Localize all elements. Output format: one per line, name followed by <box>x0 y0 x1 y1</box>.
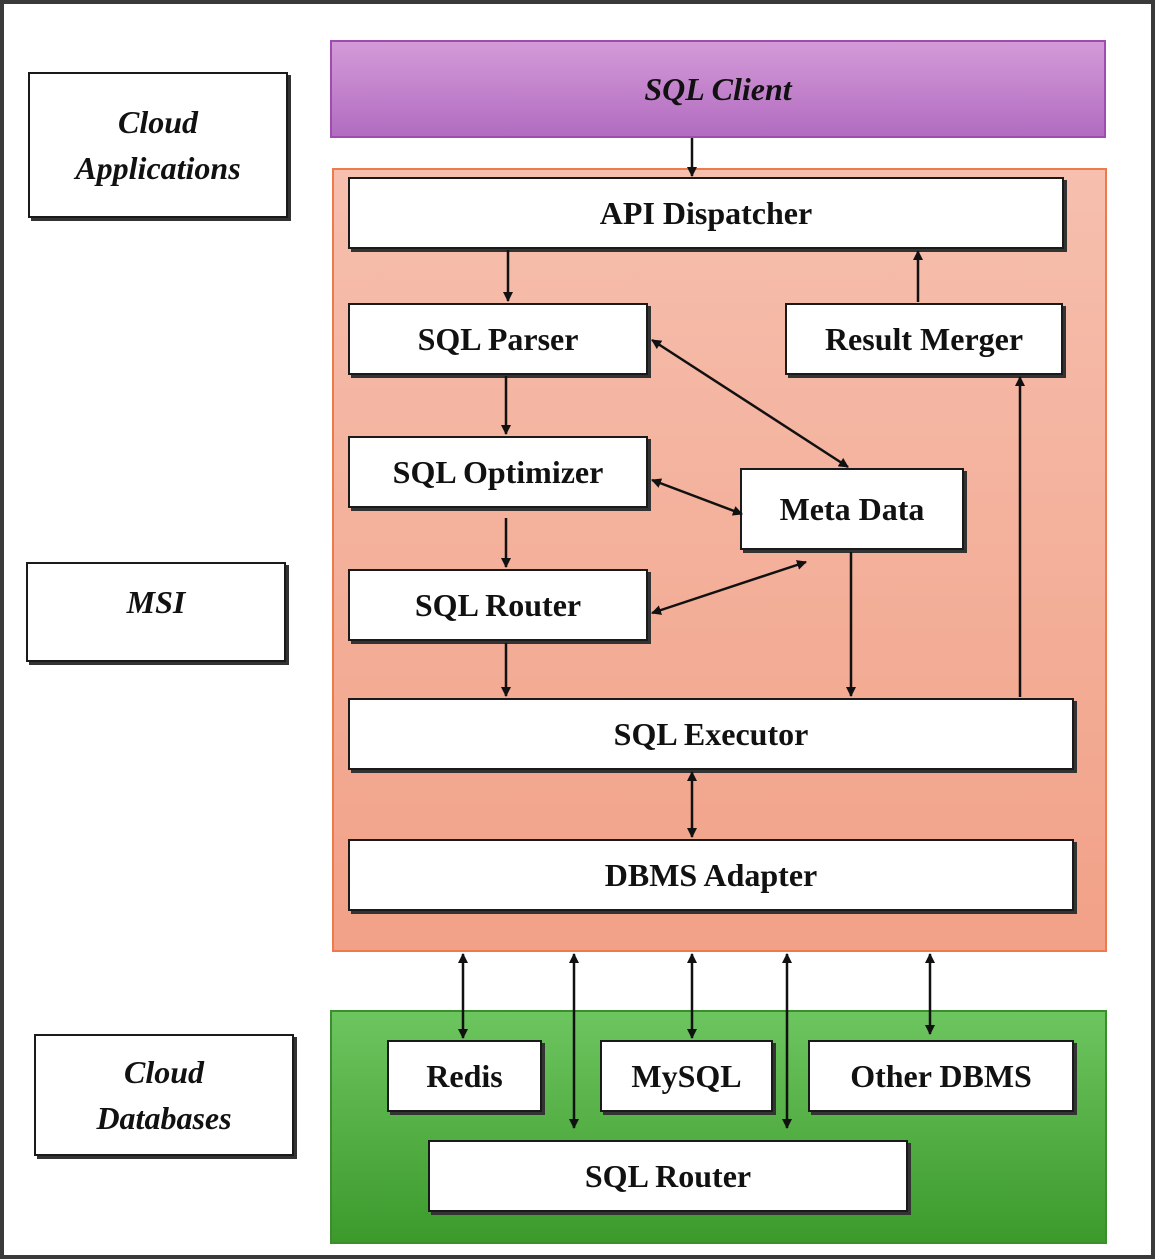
dbms-adapter-label: DBMS Adapter <box>604 857 818 893</box>
redis-box: Redis <box>387 1040 542 1112</box>
dbms-adapter-box: DBMS Adapter <box>348 839 1074 911</box>
cloud-applications-line2: Applications <box>75 150 241 186</box>
arrow-router-metadata <box>651 560 807 615</box>
msi-label-text: MSI <box>126 584 186 620</box>
result-merger-label: Result Merger <box>824 321 1024 357</box>
sql-router-label: SQL Router <box>414 587 582 623</box>
arrow-optimizer-metadata <box>651 478 743 516</box>
redis-label: Redis <box>426 1058 503 1094</box>
sql-parser-box: SQL Parser <box>348 303 648 375</box>
cloud-databases-label: Cloud Databases <box>34 1034 294 1156</box>
meta-data-box: Meta Data <box>740 468 964 550</box>
sql-optimizer-box: SQL Optimizer <box>348 436 648 508</box>
sql-parser-label: SQL Parser <box>417 321 579 357</box>
msi-label: MSI <box>26 562 286 662</box>
cloud-applications-line1: Cloud <box>117 104 199 140</box>
msi-region <box>332 168 1107 952</box>
db-sql-router-box: SQL Router <box>428 1140 908 1212</box>
sql-router-box: SQL Router <box>348 569 648 641</box>
other-dbms-label: Other DBMS <box>850 1058 1032 1094</box>
api-dispatcher-box: API Dispatcher <box>348 177 1064 249</box>
sql-optimizer-label: SQL Optimizer <box>392 454 604 490</box>
other-dbms-box: Other DBMS <box>808 1040 1074 1112</box>
arrow-parser-metadata <box>651 338 849 469</box>
cloud-databases-line1: Cloud <box>123 1054 205 1090</box>
sql-executor-box: SQL Executor <box>348 698 1074 770</box>
meta-data-label: Meta Data <box>779 491 925 527</box>
db-sql-router-label: SQL Router <box>584 1158 752 1194</box>
sql-executor-label: SQL Executor <box>613 716 809 752</box>
cloud-databases-line2: Databases <box>96 1100 232 1136</box>
sql-client-bar: SQL Client <box>330 40 1106 138</box>
mysql-box: MySQL <box>600 1040 773 1112</box>
api-dispatcher-label: API Dispatcher <box>599 195 813 231</box>
sql-client-label: SQL Client <box>644 70 792 107</box>
cloud-applications-label: Cloud Applications <box>28 72 288 218</box>
mysql-label: MySQL <box>631 1058 742 1094</box>
